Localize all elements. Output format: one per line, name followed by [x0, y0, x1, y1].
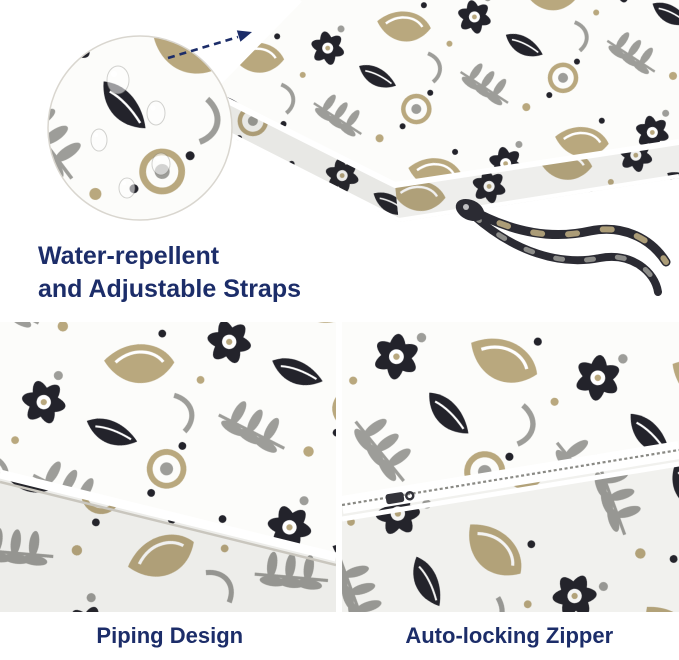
- zipper-pull: [385, 491, 415, 505]
- water-droplet-icon: [90, 128, 108, 152]
- caption-zipper: Auto-locking Zipper: [405, 623, 614, 648]
- caption-piping: Piping Design: [96, 623, 244, 648]
- caption-bar: Piping Design Auto-locking Zipper: [0, 612, 679, 660]
- cushion-illustration: [47, 0, 679, 296]
- caption-line-1: Water-repellent: [38, 242, 220, 270]
- detail-panels: [0, 322, 679, 612]
- water-droplet-icon: [151, 152, 171, 176]
- piping-closeup: [0, 322, 336, 612]
- zipper-side-shading: [342, 450, 679, 612]
- panel-piping-design: [0, 322, 336, 612]
- panel-auto-locking-zipper: [342, 322, 679, 612]
- dashed-arrow-icon: [167, 30, 252, 60]
- hero-section: Water-repellent and Adjustable Straps: [0, 0, 679, 322]
- water-droplet-icon: [146, 100, 166, 126]
- piping-cord-bottom-seam: [213, 124, 679, 222]
- piping-cord-top-seam: [208, 89, 679, 188]
- piping-cord-shadow: [0, 480, 336, 567]
- zipper-side-fabric: [342, 450, 679, 612]
- cushion-tie-straps: [455, 198, 671, 296]
- zipper-flange-piping: [342, 461, 679, 522]
- tie-knot: [455, 198, 485, 222]
- zoom-detail-circle: [48, 36, 232, 220]
- water-droplet-icon: [106, 65, 130, 95]
- piping-side-shading: [0, 472, 336, 612]
- water-droplet-icon: [118, 177, 136, 199]
- piping-cord: [0, 469, 336, 562]
- piping-cord-back-edge: [208, 0, 302, 94]
- zipper-closeup: [342, 322, 679, 612]
- water-droplets: [90, 65, 171, 199]
- cushion-top-face: [210, 0, 679, 185]
- zoom-circle-rim: [47, 35, 233, 221]
- caption-line-2: and Adjustable Straps: [38, 275, 302, 303]
- side-shading-left: [210, 92, 399, 222]
- feature-caption-water-repellent: Water-repellent and Adjustable Straps: [38, 240, 301, 306]
